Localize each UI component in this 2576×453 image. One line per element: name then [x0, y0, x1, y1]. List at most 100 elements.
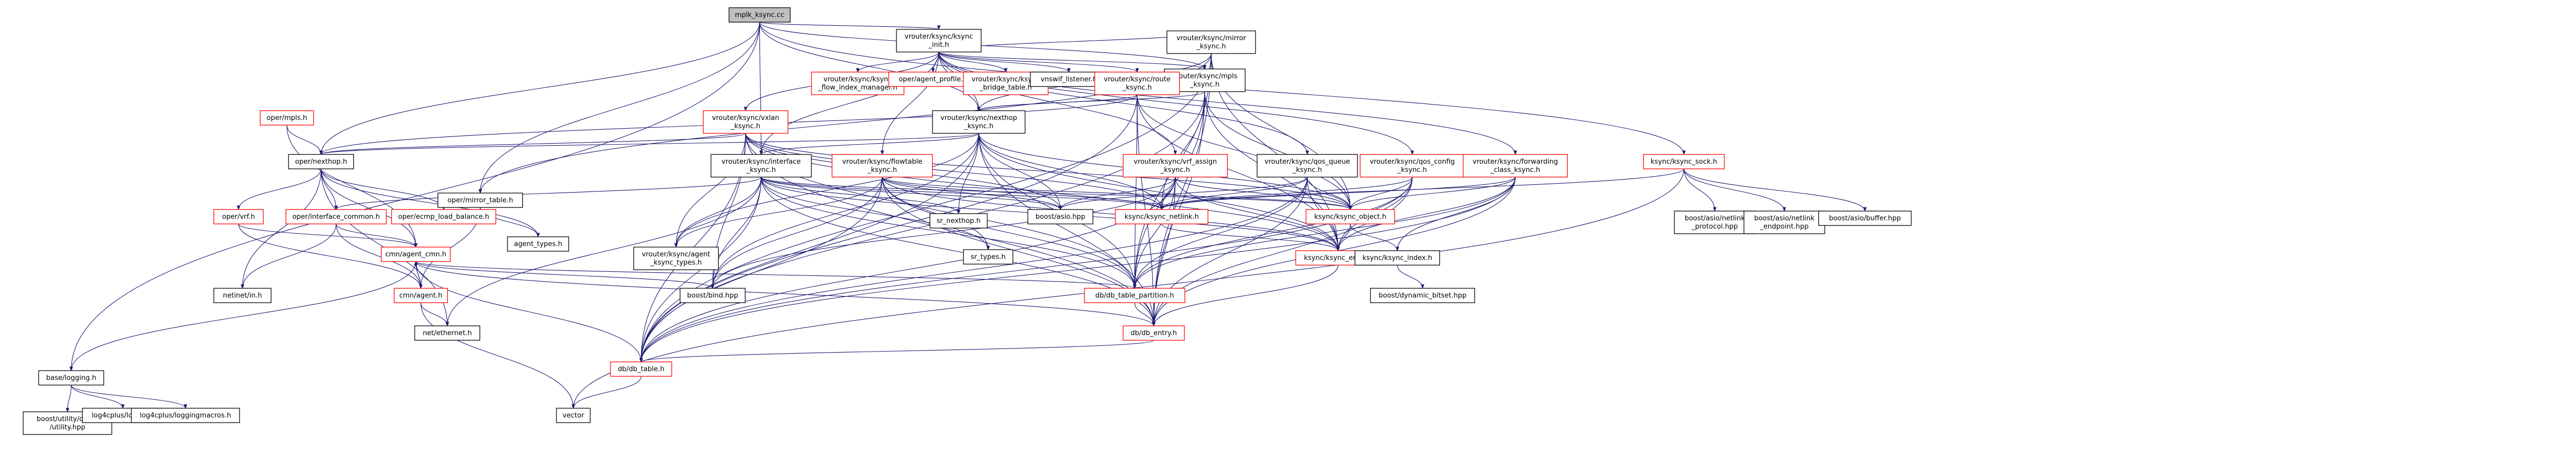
graph-node-n21[interactable]: oper/mpls.h: [260, 110, 314, 126]
node-label: oper/interface_common.h: [292, 213, 380, 221]
graph-node-n22[interactable]: oper/vrf.h: [213, 209, 264, 224]
graph-node-n25[interactable]: agent_types.h: [507, 236, 569, 252]
edge-n23-n27: [335, 223, 420, 288]
edge-n2-n34: [1162, 91, 1205, 210]
edge-n20-n40: [1134, 177, 1516, 288]
edge-n27-n43: [420, 302, 573, 408]
edge-n2-n40: [1134, 91, 1205, 288]
node-box: [1354, 250, 1440, 266]
graph-node-n29[interactable]: netinet/in.h: [213, 288, 272, 303]
node-label: _bridge_table.h: [979, 84, 1031, 92]
node-box: [414, 325, 481, 341]
node-label: _init.h: [928, 41, 949, 49]
node-label: ksync/ksync_sock.h: [1651, 158, 1717, 166]
graph-node-n3[interactable]: ksync/ksync_sock.h: [1643, 154, 1725, 169]
node-label: vrouter/ksync/qos_queue: [1264, 158, 1350, 166]
node-label: netinet/in.h: [223, 292, 262, 300]
node-box: [381, 247, 451, 262]
graph-node-n41[interactable]: db/db_entry.h: [1123, 325, 1185, 341]
node-label: ksync/ksync_netlink.h: [1125, 213, 1199, 221]
edge-root-n1: [759, 22, 939, 30]
node-label: _ksync_types.h: [650, 259, 702, 267]
graph-node-n4[interactable]: base/logging.h: [38, 370, 105, 386]
graph-node-n39[interactable]: boost/dynamic_bitset.hpp: [1370, 288, 1476, 303]
graph-node-n34[interactable]: ksync/ksync_netlink.h: [1115, 209, 1209, 224]
graph-node-n17[interactable]: vrouter/ksync/vrf_assign_ksync.h: [1123, 154, 1228, 178]
graph-node-n6[interactable]: oper/mirror_table.h: [437, 193, 523, 208]
graph-node-n30[interactable]: boost/bind.hpp: [680, 288, 746, 303]
node-label: vrouter/ksync/mirror: [1176, 34, 1246, 42]
graph-node-n24[interactable]: oper/ecmp_load_balance.h: [391, 209, 497, 224]
edge-n18-n33: [1060, 177, 1308, 210]
graph-node-n49[interactable]: boost/asio/buffer.hpp: [1818, 211, 1912, 226]
node-box: [1030, 72, 1108, 87]
edge-n1-n19: [938, 51, 1412, 154]
node-box: [1674, 211, 1756, 234]
edge-n38-n39: [1397, 265, 1422, 289]
graph-node-n32[interactable]: sr_nexthop.h: [929, 213, 988, 229]
graph-node-n19[interactable]: vrouter/ksync/qos_config_ksync.h: [1360, 154, 1465, 178]
graph-node-n14[interactable]: vrouter/ksync/mirror_ksync.h: [1166, 30, 1256, 54]
graph-node-n33[interactable]: boost/asio.hpp: [1027, 209, 1094, 224]
edge-n13-n36: [1137, 94, 1350, 210]
edge-n5-n29: [243, 168, 321, 288]
graph-node-n13[interactable]: vrouter/ksync/route_ksync.h: [1094, 72, 1180, 95]
edge-n7-n31: [676, 177, 761, 247]
edge-n14-n42: [641, 53, 1212, 362]
graph-node-n38[interactable]: ksync/ksync_index.h: [1354, 250, 1440, 266]
graph-node-n43[interactable]: vector: [556, 408, 591, 423]
graph-node-n28[interactable]: net/ethernet.h: [414, 325, 481, 341]
edge-n5-n26: [320, 168, 416, 247]
node-label: _ksync.h: [1122, 84, 1152, 92]
edge-n18-n36: [1307, 177, 1350, 210]
node-label: agent_types.h: [514, 240, 563, 248]
node-box: [437, 193, 523, 208]
graph-node-n26[interactable]: cmn/agent_cmn.h: [381, 247, 451, 262]
graph-node-n23[interactable]: oper/interface_common.h: [285, 209, 387, 224]
graph-node-n40[interactable]: db/db_table_partition.h: [1084, 288, 1185, 303]
graph-node-n47[interactable]: boost/asio/netlink_protocol.hpp: [1674, 211, 1756, 234]
node-box: [1818, 211, 1912, 226]
node-label: _protocol.hpp: [1691, 223, 1738, 231]
node-label: _ksync.h: [1196, 43, 1226, 50]
edge-n18-n34: [1162, 177, 1308, 210]
graph-node-n31[interactable]: vrouter/ksync/agent_ksync_types.h: [633, 247, 719, 270]
edge-n7-n40: [760, 177, 1134, 288]
node-label: base/logging.h: [46, 374, 96, 382]
node-box: [929, 213, 988, 229]
graph-node-n48[interactable]: boost/asio/netlink_endpoint.hpp: [1743, 211, 1825, 234]
graph-node-n20[interactable]: vrouter/ksync/forwarding_class_ksync.h: [1463, 154, 1568, 178]
edge-n7-n35: [760, 177, 988, 250]
graph-node-n27[interactable]: cmn/agent.h: [394, 288, 448, 303]
graph-node-n42[interactable]: db/db_table.h: [610, 361, 672, 377]
graph-node-n15[interactable]: vrouter/ksync/vxlan_ksync.h: [703, 110, 789, 134]
graph-node-n18[interactable]: vrouter/ksync/qos_queue_ksync.h: [1257, 154, 1358, 178]
edge-n1-n9: [858, 51, 939, 73]
node-label: mplk_ksync.cc: [735, 11, 785, 19]
edge-n20-n38: [1397, 177, 1516, 251]
edge-n18-n42: [641, 177, 1308, 362]
graph-node-n7[interactable]: vrouter/ksync/interface_ksync.h: [710, 154, 812, 178]
node-label: db/db_table.h: [618, 365, 664, 373]
edge-n22-n27: [238, 223, 421, 288]
graph-node-n5[interactable]: oper/nexthop.h: [288, 154, 354, 169]
graph-node-n10[interactable]: oper/agent_profile.h: [888, 72, 978, 87]
node-label: oper/mpls.h: [266, 114, 307, 122]
graph-node-n8[interactable]: vrouter/ksync/nexthop_ksync.h: [932, 110, 1026, 134]
node-label: ksync/ksync_object.h: [1314, 213, 1386, 221]
node-label: _endpoint.hpp: [1759, 223, 1808, 231]
graph-node-n36[interactable]: ksync/ksync_object.h: [1306, 209, 1395, 224]
edge-n1-n17: [938, 51, 1175, 154]
graph-node-n11[interactable]: vrouter/ksync/ksync_bridge_table.h: [963, 72, 1049, 95]
graph-node-n35[interactable]: sr_types.h: [963, 249, 1013, 265]
graph-node-n12[interactable]: vnswif_listener.h: [1030, 72, 1108, 87]
graph-node-n16[interactable]: vrouter/ksync/flowtable_ksync.h: [832, 154, 933, 178]
node-box: [1166, 30, 1256, 54]
graph-node-n1[interactable]: vrouter/ksync/ksync_init.h: [896, 29, 982, 53]
edge-n26-n42: [415, 261, 641, 362]
node-box: [1360, 154, 1465, 178]
node-box: [394, 288, 448, 303]
node-box: [1123, 325, 1185, 341]
graph-node-n46[interactable]: log4cplus/loggingmacros.h: [131, 408, 240, 423]
